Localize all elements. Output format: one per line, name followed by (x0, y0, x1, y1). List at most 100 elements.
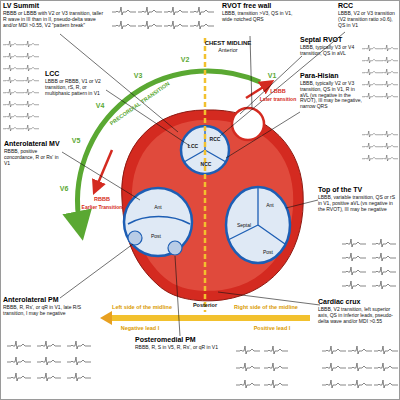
callout-heading: Top of the TV (318, 186, 398, 194)
rbbb-arrow (96, 150, 112, 188)
callout-heading: LV Summit (3, 2, 108, 10)
ecg-trace (236, 363, 260, 371)
ecg-trace (362, 143, 380, 149)
leaflet-label: Ant (154, 205, 162, 210)
leaflet-label: Post (263, 250, 273, 255)
lead-i-band (110, 315, 310, 321)
callout-heading: Anterolateral MV (4, 140, 66, 148)
lead-i-arrowhead (100, 311, 112, 325)
ecg-trace (3, 65, 21, 71)
leaflet-label: Septal (237, 223, 251, 228)
ecg-trace (372, 267, 396, 275)
ecg-trace (3, 41, 21, 47)
ecg-trace (112, 7, 136, 15)
ecg-trace (264, 346, 288, 354)
callout-heading: LCC (45, 70, 107, 78)
side-label: Left side of the midline (112, 305, 172, 311)
ecg-thumbnails (3, 7, 398, 388)
ecg-trace (362, 69, 380, 75)
leaflet-label: Ant (266, 203, 274, 208)
ecg-trace (342, 267, 366, 275)
callout-body: LBBB, typically V2 or V3 transition, QS … (300, 81, 362, 110)
ecg-trace (322, 346, 346, 354)
callout-body: LBBB, V2 or V3 transition (V2 transition… (338, 11, 398, 28)
bundle-label: RBBB (94, 197, 110, 203)
chest-midline (204, 38, 207, 312)
leader-line (62, 152, 140, 200)
callout-box: Top of the TVLBBB, variable transition, … (318, 186, 398, 212)
lead-label: V5 (72, 137, 81, 144)
ecg-trace (372, 253, 396, 261)
ecg-trace (67, 357, 91, 365)
ecg-trace (342, 239, 366, 247)
callout-body: RBBB, positive concordance, R or Rs' in … (4, 149, 66, 166)
ecg-trace (372, 281, 396, 289)
myocardium (132, 120, 293, 291)
callout-box: LCCLBBB or RBBB, V1 or V2 transition, rS… (45, 70, 107, 96)
ecg-trace (37, 373, 61, 381)
callout-heading: Posteromedial PM (135, 336, 227, 344)
ecg-trace (264, 363, 288, 371)
side-label: Right side of the midline (234, 305, 298, 311)
papillary-muscle (128, 231, 142, 245)
ecg-trace (342, 281, 366, 289)
callout-body: RBBB or LBBB with V2 or V3 transition, t… (3, 11, 108, 28)
ecg-trace (374, 346, 398, 354)
callout-body: LBBB, V2 transition, left superior axis,… (318, 307, 398, 324)
ecg-trace (380, 155, 398, 161)
ecg-trace (7, 341, 31, 349)
mitral-valve (124, 188, 192, 256)
ecg-trace (7, 357, 31, 365)
ecg-trace (380, 81, 398, 87)
ecg-trace (164, 21, 188, 29)
lead-label: V4 (96, 102, 105, 109)
heart-section (122, 110, 304, 301)
leader-line (250, 36, 252, 108)
ecg-trace (362, 45, 380, 51)
ecg-trace (21, 77, 39, 83)
callout-box: Septal RVOTLBBB, typically V3 or V4 tran… (300, 36, 360, 57)
ecg-trace (380, 93, 398, 99)
lead-i-label: Positive lead I (254, 326, 291, 332)
ecg-trace (164, 7, 188, 15)
ecg-trace (348, 380, 372, 388)
ecg-trace (264, 380, 288, 388)
lead-label: V1 (268, 72, 277, 79)
callout-box: Anterolateral PMRBBB, R, Rs', or qR in V… (3, 296, 98, 317)
ecg-trace (380, 45, 398, 51)
midline-label: CHEST MIDLINE (205, 40, 252, 46)
callout-box: RVOT free wallLBBB, transition >V3, QS i… (222, 2, 300, 23)
ecg-trace (21, 53, 39, 59)
ecg-trace (67, 373, 91, 381)
ecg-trace (3, 77, 21, 83)
ecg-trace (380, 57, 398, 63)
callout-box: Posteromedial PMRBBB, R, S in V5, R, Rs'… (135, 336, 227, 351)
leader-line (218, 292, 320, 305)
callout-body: RBBB, R, S in V5, R, Rs', or qR in V1 (135, 345, 227, 351)
ecg-trace (342, 253, 366, 261)
tricuspid-valve (226, 187, 290, 263)
ecg-trace (236, 380, 260, 388)
ecg-trace (21, 113, 39, 119)
ecg-trace (21, 89, 39, 95)
callout-heading: RCC (338, 2, 398, 10)
lead-label: V2 (181, 56, 190, 63)
bundle-label: LBBB (270, 89, 285, 95)
ecg-trace (362, 57, 380, 63)
papillary-muscle (168, 241, 182, 255)
leader-line (60, 244, 133, 298)
ecg-trace (362, 81, 380, 87)
callout-box: Anterolateral MVRBBB, positive concordan… (4, 140, 66, 166)
callout-heading: RVOT free wall (222, 2, 300, 10)
transition-label: Later transition (260, 97, 296, 102)
ecg-trace (348, 346, 372, 354)
ecg-trace (348, 363, 372, 371)
leaflet-label: Post (151, 234, 161, 239)
ecg-trace (3, 113, 21, 119)
structure-label: LCC (188, 144, 198, 149)
ecg-trace (362, 155, 380, 161)
lead-label: V6 (60, 185, 69, 192)
ecg-trace (21, 125, 39, 131)
